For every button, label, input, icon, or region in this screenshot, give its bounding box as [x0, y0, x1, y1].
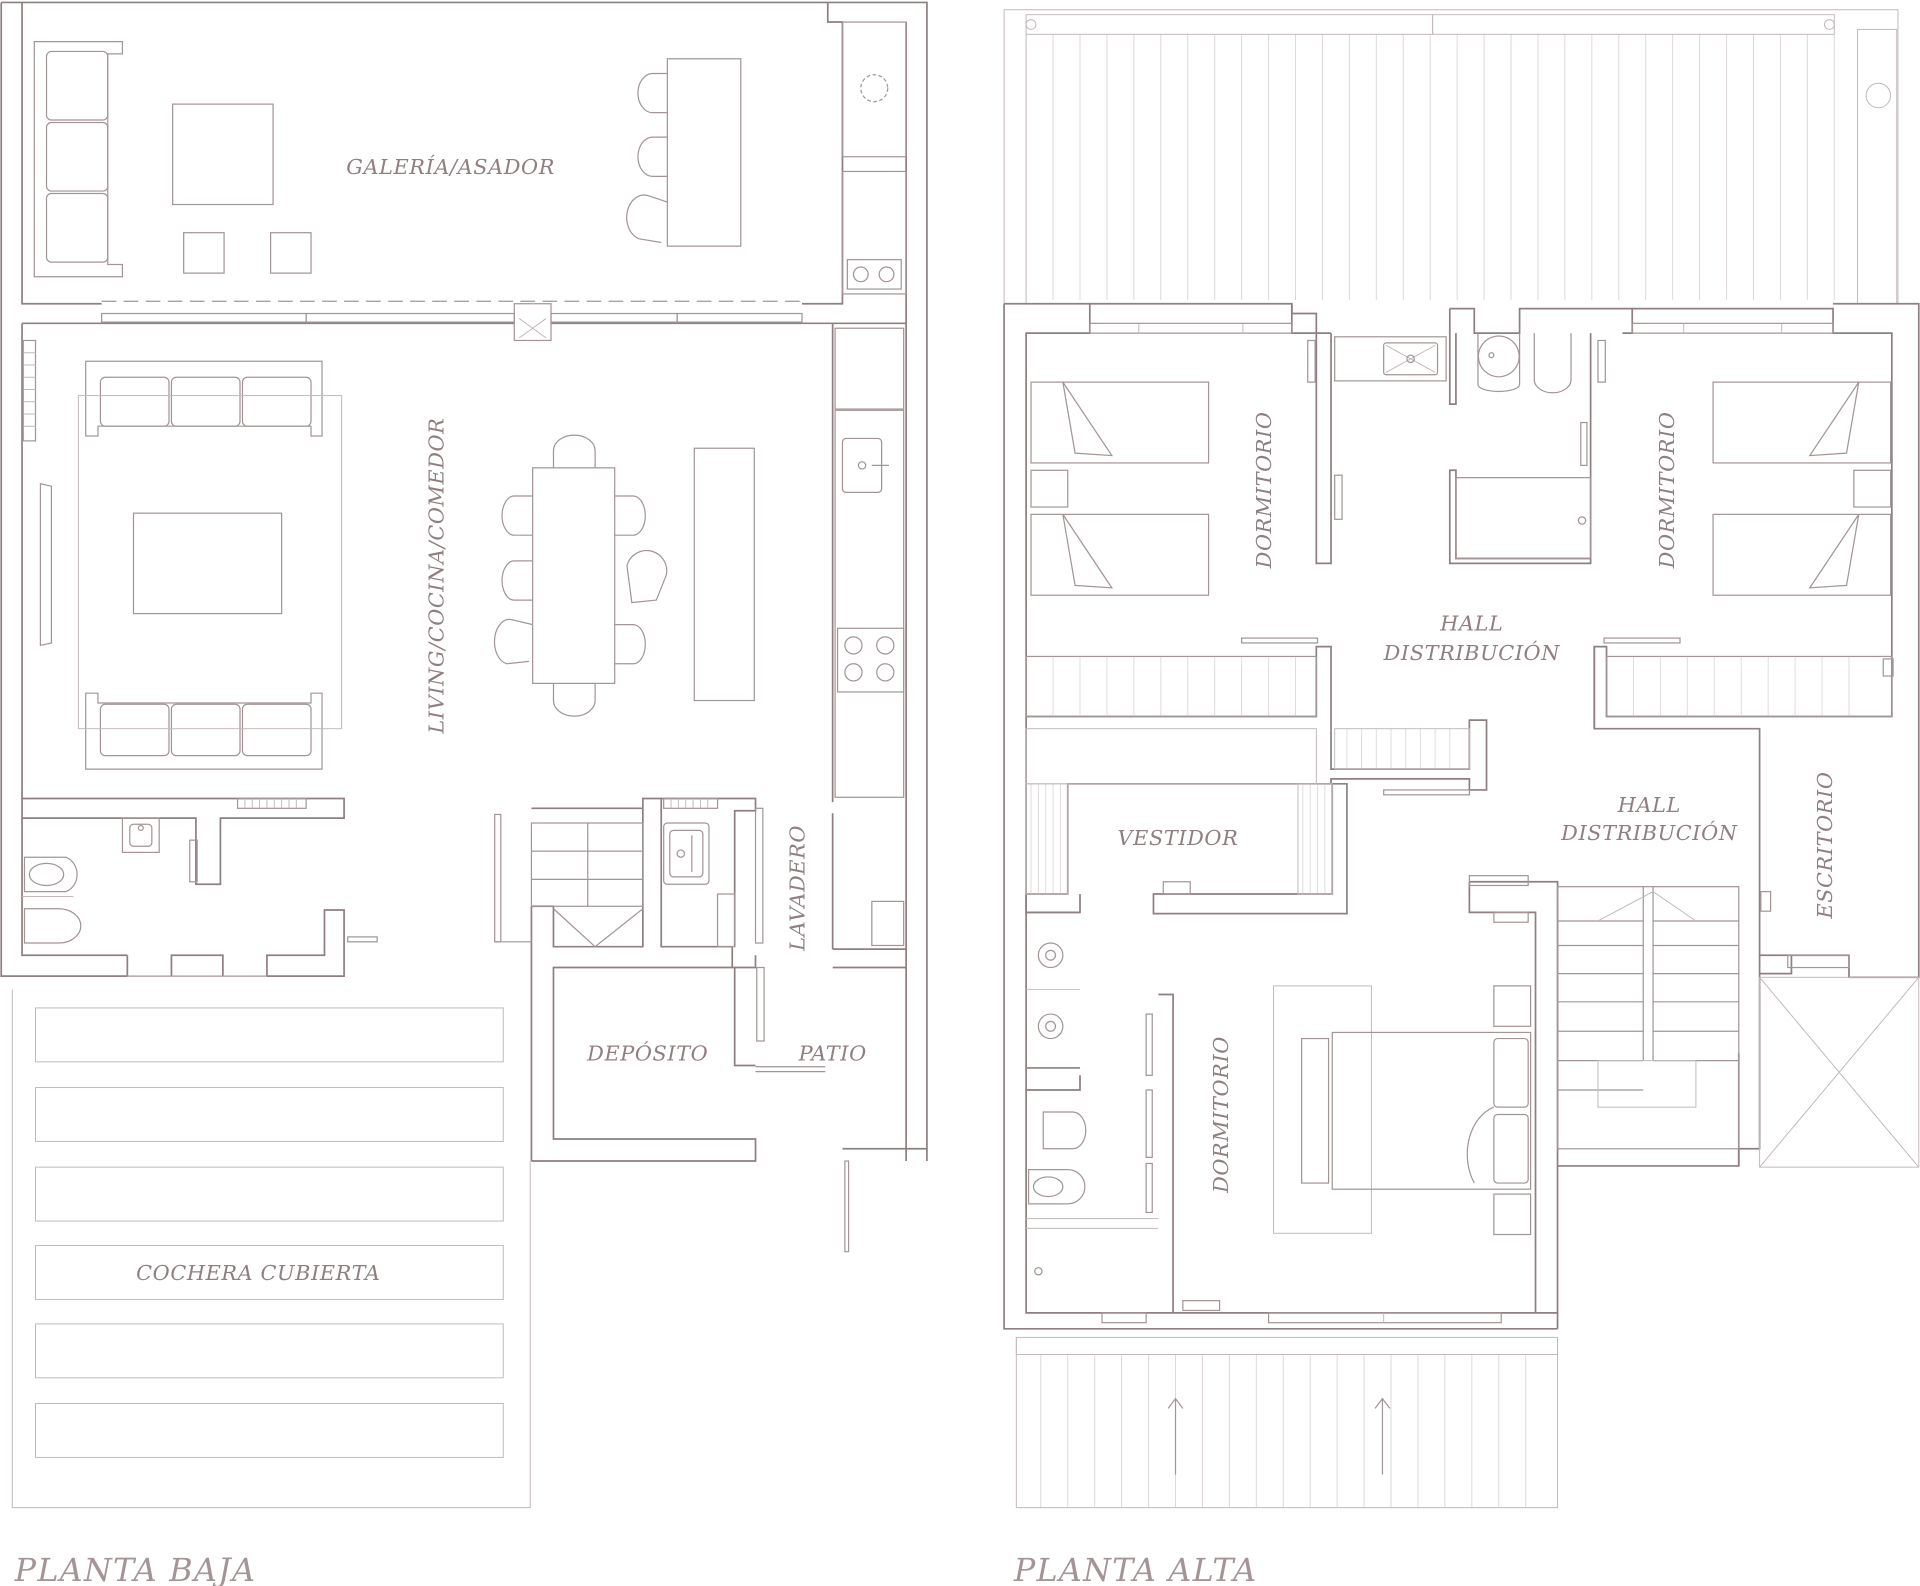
label-escritorio: ESCRITORIO	[1813, 771, 1837, 919]
label-living: LIVING/COCINA/COMEDOR	[424, 418, 448, 735]
label-vestidor: VESTIDOR	[1118, 826, 1239, 850]
dining-table	[532, 467, 616, 685]
kitchen-island	[693, 447, 755, 702]
label-galeria: GALERÍA/ASADOR	[346, 155, 555, 179]
upper-stairs	[1556, 886, 1920, 1168]
tv-unit	[39, 482, 53, 647]
label-hall-upper-1: HALL	[1439, 612, 1503, 636]
lavadero-fixtures	[663, 797, 905, 1253]
label-patio: PATIO	[798, 1042, 867, 1066]
label-dormitorio-left: DORMITORIO	[1252, 411, 1276, 569]
hall-and-vestidor	[1025, 728, 1772, 923]
upper-balcony	[1015, 1336, 1559, 1509]
label-cochera: COCHERA CUBIERTA	[136, 1261, 380, 1285]
upper-terrace	[1003, 9, 1899, 305]
dining-chairs	[493, 434, 668, 717]
upper-bathroom-left	[1026, 942, 1159, 1276]
bedroom-right-furniture	[1603, 381, 1894, 718]
ground-floor-plan: GALERÍA/ASADOR LIVING/COCINA/COMEDOR LAV…	[0, 1, 928, 1586]
upper-bathroom-center	[1334, 333, 1606, 560]
galeria-counter	[841, 170, 907, 295]
upper-windows-top	[1089, 322, 1834, 334]
galeria-table	[172, 103, 274, 206]
living-radiator	[22, 339, 37, 442]
upper-exterior-walls	[1003, 302, 1920, 1330]
label-lavadero: LAVADERO	[785, 825, 809, 952]
galeria-cooktop	[846, 259, 902, 290]
label-hall-lower-2: DISTRIBUCIÓN	[1560, 820, 1738, 845]
galeria-bar-stools	[626, 72, 668, 244]
living-sofa-bottom	[85, 692, 323, 770]
ground-bathroom	[22, 797, 378, 944]
grill-unit	[841, 21, 907, 158]
galeria-sofa	[33, 41, 124, 278]
living-coffee-table	[132, 512, 283, 615]
garage-area	[11, 989, 531, 1509]
galeria-bar-counter	[666, 58, 742, 247]
living-sofa-top	[85, 360, 323, 437]
label-dormitorio-main: DORMITORIO	[1209, 1036, 1233, 1194]
upper-windows-bottom	[1101, 954, 1850, 1324]
label-deposito: DEPÓSITO	[586, 1041, 708, 1066]
galeria-sliding-windows	[101, 300, 803, 342]
ground-stairs	[494, 813, 644, 948]
master-bedroom-furniture	[1145, 985, 1532, 1312]
bedroom-left-furniture	[1025, 339, 1343, 718]
title-planta-alta: PLANTA ALTA	[1013, 1551, 1257, 1586]
living-rug	[77, 395, 343, 730]
kitchen-counter	[834, 327, 905, 798]
grill-circle	[860, 74, 889, 103]
label-dormitorio-right: DORMITORIO	[1655, 411, 1679, 569]
galeria-stool	[183, 232, 225, 274]
upper-floor-plan: DORMITORIO DORMITORIO HALL DISTRIBUCIÓN …	[1003, 9, 1920, 1586]
title-planta-baja: PLANTA BAJA	[14, 1551, 257, 1586]
label-hall-upper-2: DISTRIBUCIÓN	[1383, 640, 1561, 665]
label-hall-lower-1: HALL	[1617, 793, 1681, 817]
galeria-stool	[270, 232, 312, 274]
